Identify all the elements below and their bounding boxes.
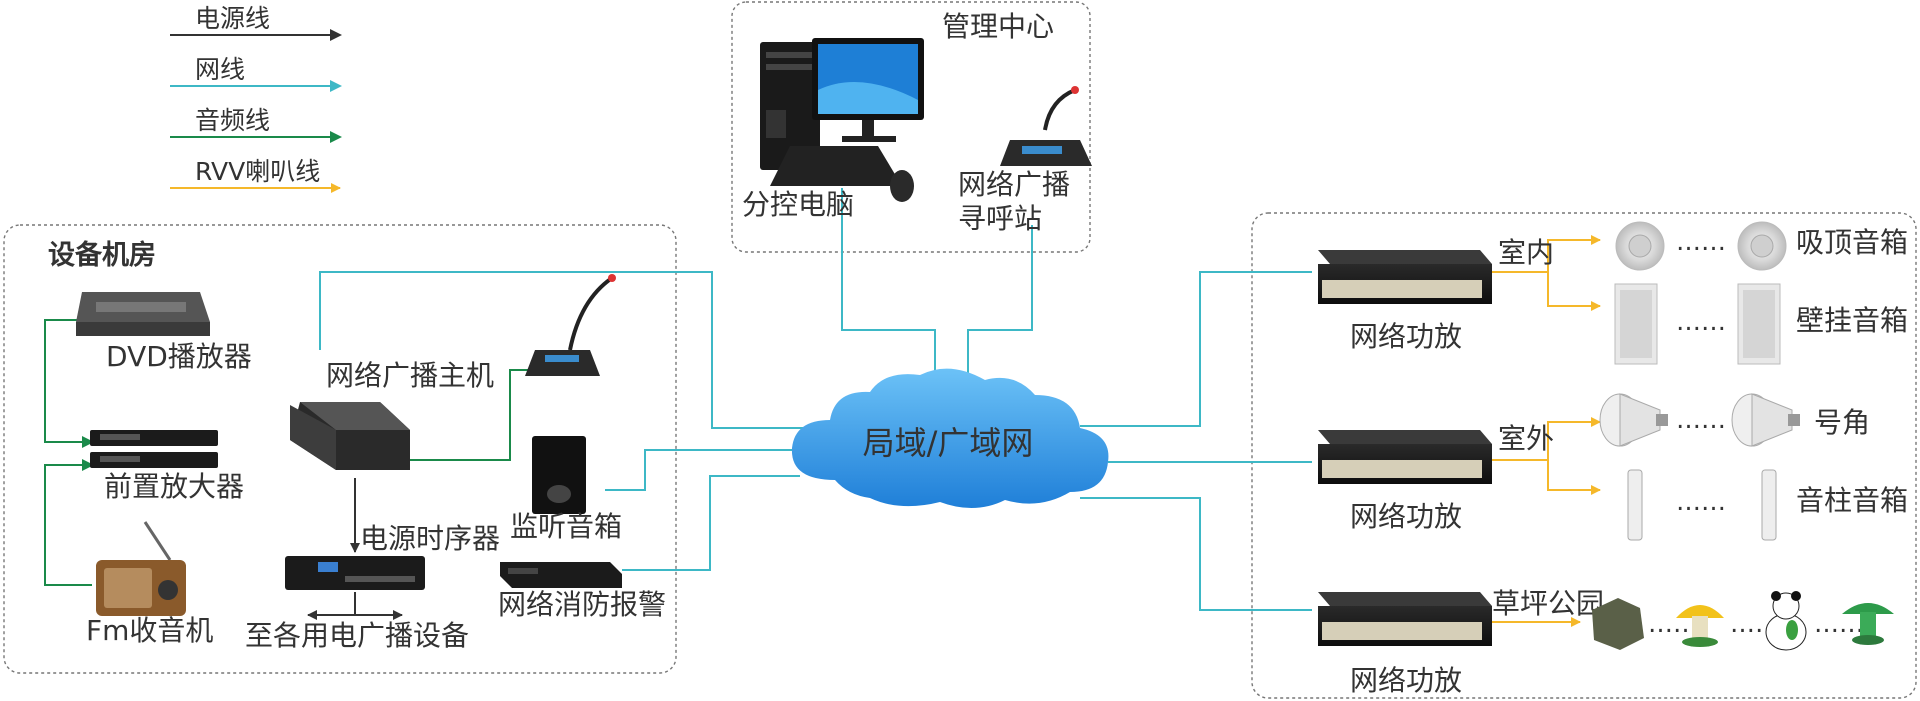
tree-speaker-icon — [1842, 603, 1894, 645]
column-ellipsis: …… — [1676, 487, 1726, 516]
management-center-title: 管理中心 — [942, 10, 1054, 43]
pc-label: 分控电脑 — [742, 188, 854, 221]
legend-power-label: 电源线 — [195, 4, 270, 33]
audio-lines — [44, 319, 540, 586]
fire-alarm-label: 网络消防报警 — [498, 588, 666, 621]
sequencer-label: 电源时序器 — [360, 522, 500, 555]
speaker-area-box — [1251, 212, 1917, 699]
pc-icon — [760, 38, 924, 202]
horn-speaker-icon — [1599, 393, 1668, 447]
column-speaker-icon — [1627, 469, 1643, 541]
mushroom-speaker-icon — [1676, 605, 1724, 647]
preamp-label: 前置放大器 — [104, 470, 244, 503]
legend-audio-label: 音频线 — [195, 106, 270, 135]
audio-line-dvd — [44, 319, 94, 448]
audio-line-radio — [44, 459, 94, 586]
radio-label: Fm收音机 — [86, 614, 213, 647]
network-cloud-icon — [791, 368, 1109, 509]
ceiling-speaker-label: 吸顶音箱 — [1796, 226, 1908, 259]
ceiling-ellipsis: …… — [1676, 227, 1726, 256]
dvd-player-icon — [76, 292, 210, 336]
broadcast-host-icon — [290, 402, 410, 470]
amplifier-3-icon — [1318, 592, 1492, 646]
host-label: 网络广播主机 — [326, 359, 494, 392]
zone-outdoor-label: 室外 — [1498, 422, 1554, 455]
power-sequencer-icon — [285, 556, 425, 590]
column-speaker-icon — [1761, 469, 1777, 541]
panda-speaker-icon — [1765, 591, 1807, 651]
net-line-amp3 — [1080, 497, 1312, 611]
dvd-label: DVD播放器 — [106, 340, 252, 373]
zone-indoor-label: 室内 — [1498, 236, 1554, 269]
amplifier-2-icon — [1318, 430, 1492, 484]
net-line-monitor — [605, 449, 805, 491]
host-microphone-icon — [525, 274, 616, 376]
horn-speaker-icon — [1731, 393, 1800, 447]
radio-icon — [96, 521, 186, 616]
net-line-pc — [841, 188, 936, 380]
management-center-box — [731, 1, 1091, 253]
zone-lawn-label: 草坪公园 — [1492, 587, 1604, 620]
paging-station-label-2: 寻呼站 — [958, 202, 1042, 235]
equipment-room-title: 设备机房 — [48, 240, 156, 271]
horn-ellipsis: …… — [1676, 405, 1726, 434]
audio-line-mic — [384, 369, 540, 466]
power-lines — [307, 478, 403, 620]
legend-network-label: 网线 — [195, 55, 245, 84]
wall-speaker-icon — [1737, 283, 1781, 365]
paging-station-icon — [1000, 86, 1092, 166]
paging-station-label-1: 网络广播 — [958, 168, 1070, 201]
wall-ellipsis: …… — [1676, 307, 1726, 336]
net-line-fire-alarm — [622, 475, 800, 571]
to-devices-label: 至各用电广播设备 — [245, 619, 469, 652]
monitor-label: 监听音箱 — [510, 510, 622, 543]
amplifier-1-icon — [1318, 250, 1492, 304]
fire-alarm-icon — [500, 562, 622, 588]
column-speaker-label: 音柱音箱 — [1796, 484, 1908, 517]
ceiling-speaker-icon — [1737, 221, 1787, 271]
preamp-icon — [90, 430, 218, 468]
monitor-speaker-icon — [532, 436, 586, 514]
amp-2-label: 网络功放 — [1350, 500, 1462, 533]
ceiling-speaker-icon — [1615, 221, 1665, 271]
rvv-lines — [1492, 235, 1601, 627]
wall-speaker-label: 壁挂音箱 — [1796, 304, 1908, 337]
horn-speaker-label: 号角 — [1814, 406, 1870, 439]
legend-rvv-label: RVV喇叭线 — [195, 157, 320, 186]
net-line-host — [319, 271, 815, 429]
cloud-label: 局域/广域网 — [863, 424, 1034, 462]
net-line-amp1 — [1080, 271, 1312, 427]
amp-1-label: 网络功放 — [1350, 320, 1462, 353]
network-lines — [319, 188, 1312, 611]
rock-speaker-icon — [1592, 598, 1644, 650]
legend: 电源线 网线 音频线 RVV喇叭线 — [170, 4, 342, 193]
net-line-paging-station — [967, 225, 1033, 380]
amp-3-label: 网络功放 — [1350, 664, 1462, 697]
wall-speaker-icon — [1614, 283, 1658, 365]
